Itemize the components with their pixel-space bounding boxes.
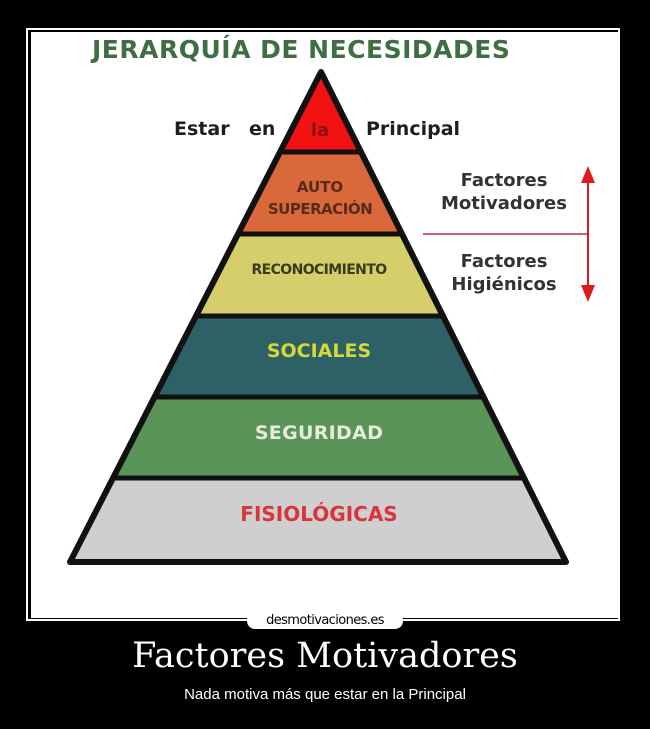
pyramid-layer-autosuperacion — [238, 152, 402, 234]
layer-label-auto: AUTO — [296, 178, 344, 196]
factors-motivadores-line2: Motivadores — [441, 193, 567, 214]
pyramid-layer-top — [280, 72, 361, 152]
apex-caption-principal: Principal — [366, 118, 461, 140]
arrow-up-icon — [581, 166, 595, 183]
factors-higienicos-line1: Factores — [460, 251, 548, 272]
factors-higienicos-label: Factores Higiénicos — [419, 250, 589, 296]
pyramid-outline — [67, 69, 569, 565]
pyramid-layer-sociales — [155, 316, 484, 397]
site-watermark: desmotivaciones.es — [247, 612, 403, 629]
apex-caption-en: en — [249, 118, 276, 140]
layer-label-superacion: SUPERACIÓN — [267, 200, 373, 218]
factors-higienicos-line2: Higiénicos — [451, 274, 557, 295]
factors-motivadores-label: Factores Motivadores — [419, 169, 589, 215]
pyramid-layer-reconocimiento — [196, 234, 443, 316]
apex-caption-estar: Estar — [174, 118, 230, 140]
arrow-down-icon — [581, 285, 595, 302]
pyramid-layer-fisiologicas — [70, 478, 566, 562]
layer-label-sociales: SOCIALES — [266, 340, 372, 362]
apex-caption-la: la — [310, 120, 330, 141]
layer-label-seguridad: SEGURIDAD — [254, 422, 384, 444]
layer-label-fisiologicas: FISIOLÓGICAS — [240, 502, 398, 526]
layer-label-reconocimiento: RECONOCIMIENTO — [251, 262, 387, 278]
caption-subtitle: Nada motiva más que estar en la Principa… — [184, 686, 466, 703]
pyramid-layer-seguridad — [113, 397, 524, 478]
factors-motivadores-line1: Factores — [460, 170, 548, 191]
diagram-title: JERARQUÍA DE NECESIDADES — [92, 35, 511, 64]
caption-title: Factores Motivadores — [132, 636, 518, 676]
